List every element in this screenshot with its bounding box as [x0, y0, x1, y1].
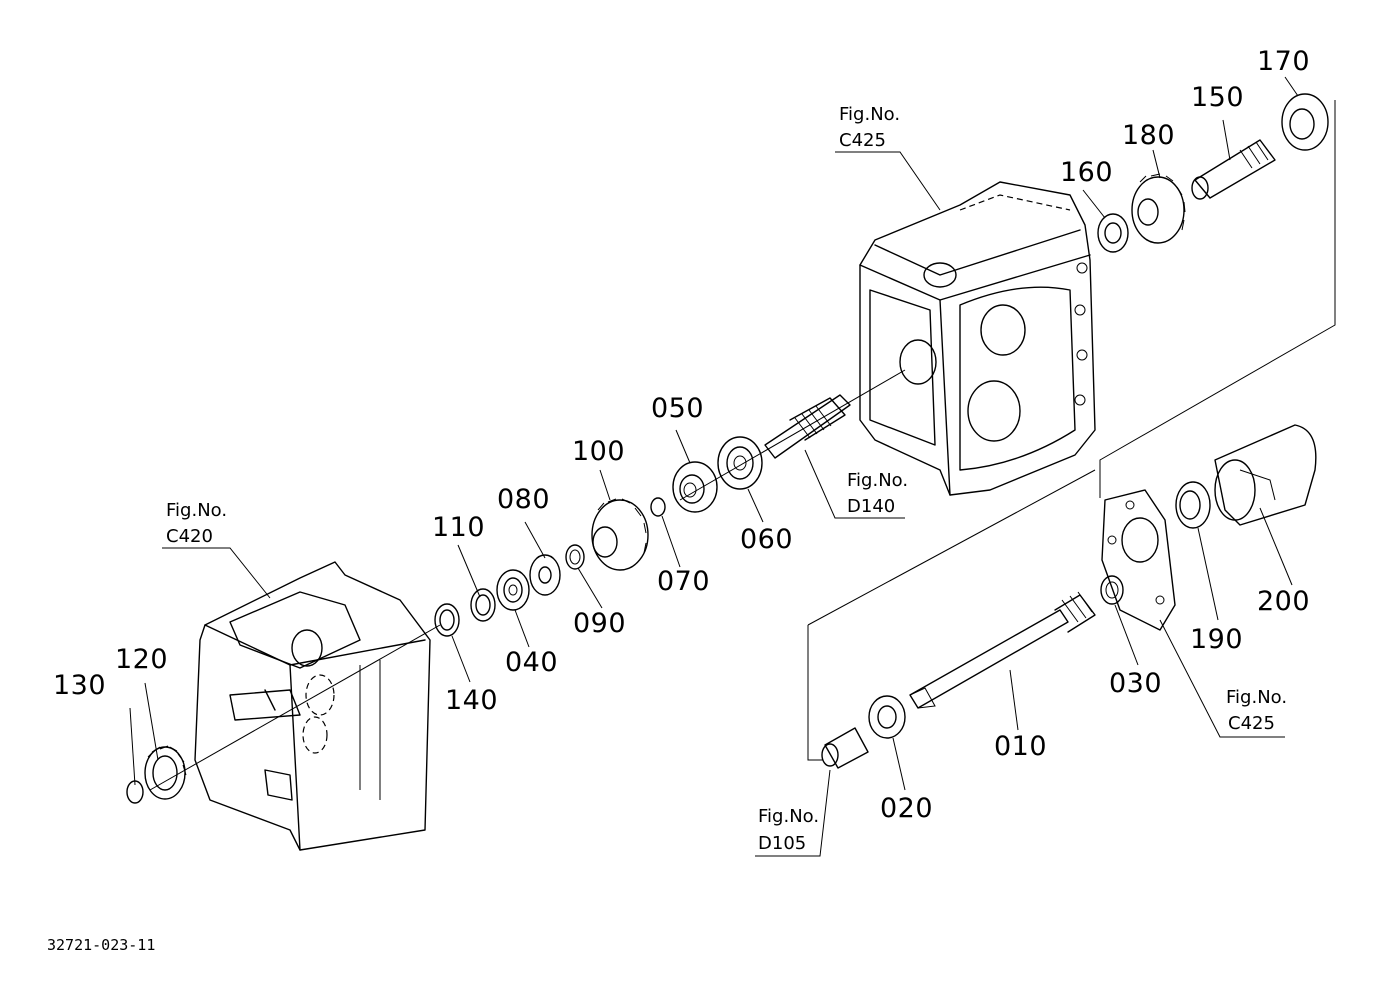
part-label-090: 090 [573, 608, 626, 639]
part-number-labels: 170 150 180 160 050 100 080 110 060 070 … [53, 46, 1310, 824]
fig-ref-code: C425 [839, 130, 886, 151]
part-label-020: 020 [880, 793, 933, 824]
fig-ref-label: Fig.No. [758, 806, 819, 827]
ring-090 [565, 544, 585, 570]
fig-ref-c425-right: Fig.No. C425 [1226, 687, 1287, 734]
fig-ref-code: C420 [166, 526, 213, 547]
snap-ring-070 [650, 497, 666, 517]
oil-seal-190 [1175, 481, 1211, 529]
part-label-140: 140 [445, 685, 498, 716]
leader-lines [129, 76, 1336, 857]
fig-ref-code: D105 [758, 833, 806, 854]
left-housing [194, 561, 431, 851]
fig-ref-label: Fig.No. [839, 104, 900, 125]
washer-140 [434, 603, 460, 637]
bearing-160 [1097, 213, 1129, 253]
bushing-d105 [821, 727, 869, 769]
fig-ref-c425-top: Fig.No. C425 [839, 104, 900, 151]
housing-200 [1214, 424, 1317, 526]
bearing-040 [496, 569, 530, 611]
part-label-070: 070 [657, 566, 710, 597]
fig-ref-code: D140 [847, 496, 895, 517]
fig-ref-d140: Fig.No. D140 [847, 470, 908, 517]
fig-ref-label: Fig.No. [166, 500, 227, 521]
oil-seal-170 [1281, 93, 1329, 151]
part-label-110: 110 [432, 512, 485, 543]
seal-030 [1100, 575, 1124, 605]
main-shaft [149, 369, 906, 791]
part-label-120: 120 [115, 644, 168, 675]
part-label-050: 050 [651, 393, 704, 424]
part-label-170: 170 [1257, 46, 1310, 77]
part-label-200: 200 [1257, 586, 1310, 617]
fig-ref-label: Fig.No. [847, 470, 908, 491]
part-label-010: 010 [994, 731, 1047, 762]
part-label-080: 080 [497, 484, 550, 515]
shaft-010 [909, 591, 1096, 709]
bearing-050 [672, 461, 718, 513]
bearing-060 [717, 436, 763, 490]
fig-ref-d105: Fig.No. D105 [758, 806, 819, 854]
figure-references: Fig.No. C425 Fig.No. C420 Fig.No. D140 F… [166, 104, 1287, 854]
gear-180 [1131, 173, 1186, 244]
fig-ref-label: Fig.No. [1226, 687, 1287, 708]
bearing-020 [868, 695, 906, 739]
part-label-030: 030 [1109, 668, 1162, 699]
part-label-190: 190 [1190, 624, 1243, 655]
part-label-180: 180 [1122, 120, 1175, 151]
washer-110 [470, 588, 496, 622]
part-label-130: 130 [53, 670, 106, 701]
drawing-id: 32721-023-11 [47, 936, 155, 954]
part-label-150: 150 [1191, 82, 1244, 113]
shaft-150 [1191, 139, 1276, 200]
cover-plate [1101, 489, 1176, 631]
transmission-case [859, 181, 1096, 496]
fig-ref-code: C425 [1228, 713, 1275, 734]
part-label-060: 060 [740, 524, 793, 555]
part-label-100: 100 [572, 436, 625, 467]
gear-080 [529, 554, 561, 596]
gear-100 [591, 498, 649, 571]
fig-ref-c420: Fig.No. C420 [166, 500, 227, 547]
part-label-160: 160 [1060, 157, 1113, 188]
part-label-040: 040 [505, 647, 558, 678]
